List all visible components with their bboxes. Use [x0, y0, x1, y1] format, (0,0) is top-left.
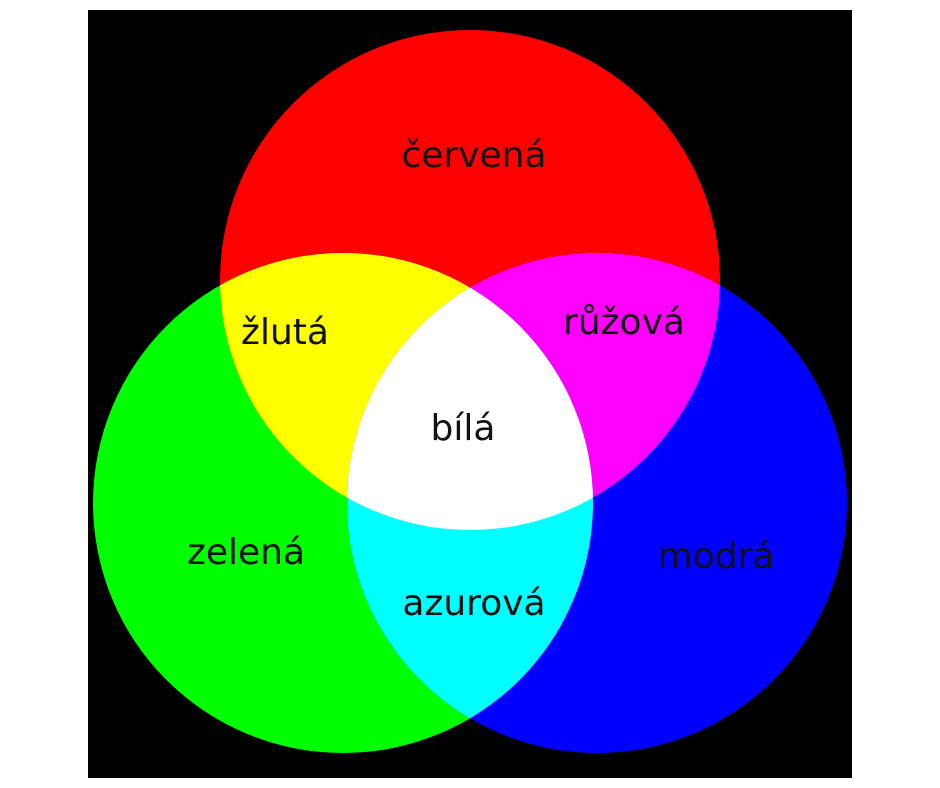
venn-svg: červená žlutá růžová bílá zelená modrá a…	[88, 10, 852, 778]
label-magenta: růžová	[563, 302, 685, 343]
label-red: červená	[401, 135, 546, 176]
white-region	[347, 253, 593, 530]
label-white: bílá	[431, 408, 496, 449]
rgb-venn-diagram: červená žlutá růžová bílá zelená modrá a…	[88, 10, 852, 778]
label-blue: modrá	[658, 536, 775, 577]
label-cyan: azurová	[402, 583, 545, 624]
label-green: zelená	[187, 532, 305, 573]
label-yellow: žlutá	[241, 312, 329, 353]
